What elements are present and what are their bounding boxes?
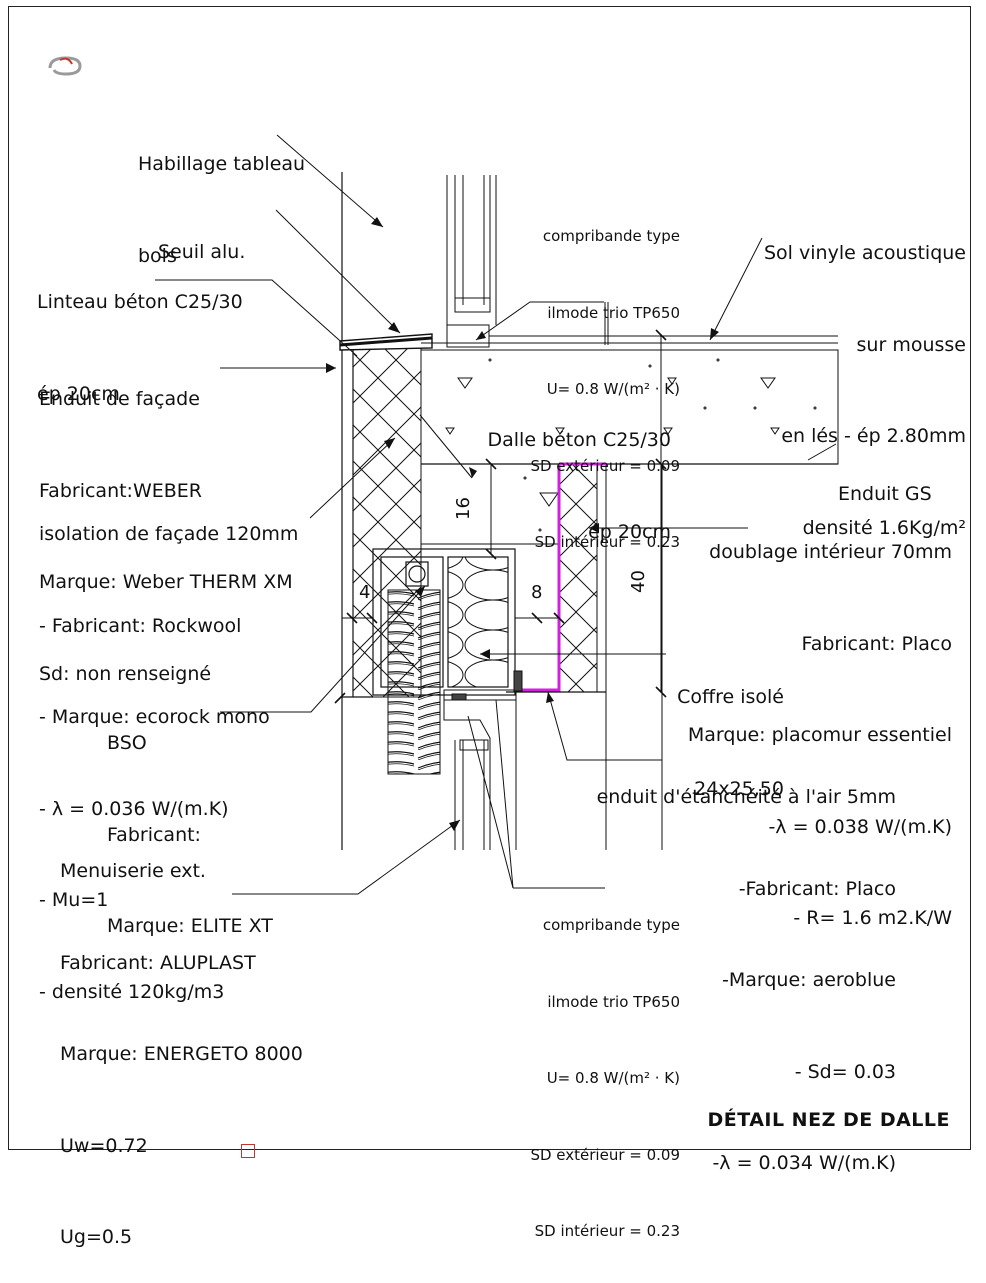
lower-window-frame — [443, 670, 523, 850]
label-enduit-facade: Enduit de façade Fabricant:WEBER Marque:… — [39, 388, 293, 685]
facade-lines — [341, 172, 354, 850]
label-isolation: isolation de façade 120mm - Fabricant: R… — [39, 523, 299, 1003]
label-enduit-gs: Enduit GS — [838, 483, 932, 505]
airtight-membrane — [520, 462, 606, 692]
label-sol-vinyle: Sol vinyle acoustique sur mousse en lés … — [764, 242, 966, 539]
section-drawing — [155, 134, 839, 895]
label-enduit-etancheite: enduit d'étanchéité à l'air 5mm -Fabrica… — [596, 786, 896, 1174]
facade-bottom — [342, 691, 606, 698]
label-compribande-bottom: compribande type ilmode trio TP650 U= 0.… — [530, 916, 680, 1240]
leader-lines — [155, 134, 837, 895]
dimension-4: 4 — [359, 582, 371, 603]
dimension-8: 8 — [531, 582, 543, 603]
label-coffre: Coffre isolé 24x25,50 — [677, 686, 784, 800]
drawing-title: DÉTAIL NEZ DE DALLE — [707, 1109, 950, 1131]
label-dalle: Dalle béton C25/30 ép 20cm — [487, 429, 672, 543]
cursor-snap-icon — [48, 56, 82, 76]
dimension-40: 40 — [627, 570, 649, 593]
slab-aggregate — [445, 358, 817, 435]
label-linteau: Linteau béton C25/30 ép 20cm — [37, 291, 243, 405]
upper-window-frame — [446, 175, 497, 348]
label-bso: BSO Fabricant: Marque: ELITE XT — [107, 732, 273, 937]
bso-slats — [387, 589, 441, 775]
drawing-sheet — [8, 6, 971, 1150]
label-menuiserie: Menuiserie ext. Fabricant: ALUPLAST Marq… — [60, 860, 303, 1248]
dimension-16: 16 — [452, 497, 474, 520]
label-doublage: doublage intérieur 70mm Fabricant: Placo… — [687, 541, 952, 929]
label-habillage: Habillage tableau bois — [138, 153, 306, 267]
label-seuil: Seuil alu. — [158, 241, 246, 263]
leader-arrows — [326, 217, 719, 831]
label-compribande-top: compribande type ilmode trio TP650 U= 0.… — [530, 227, 680, 551]
box-insulation — [448, 557, 508, 687]
